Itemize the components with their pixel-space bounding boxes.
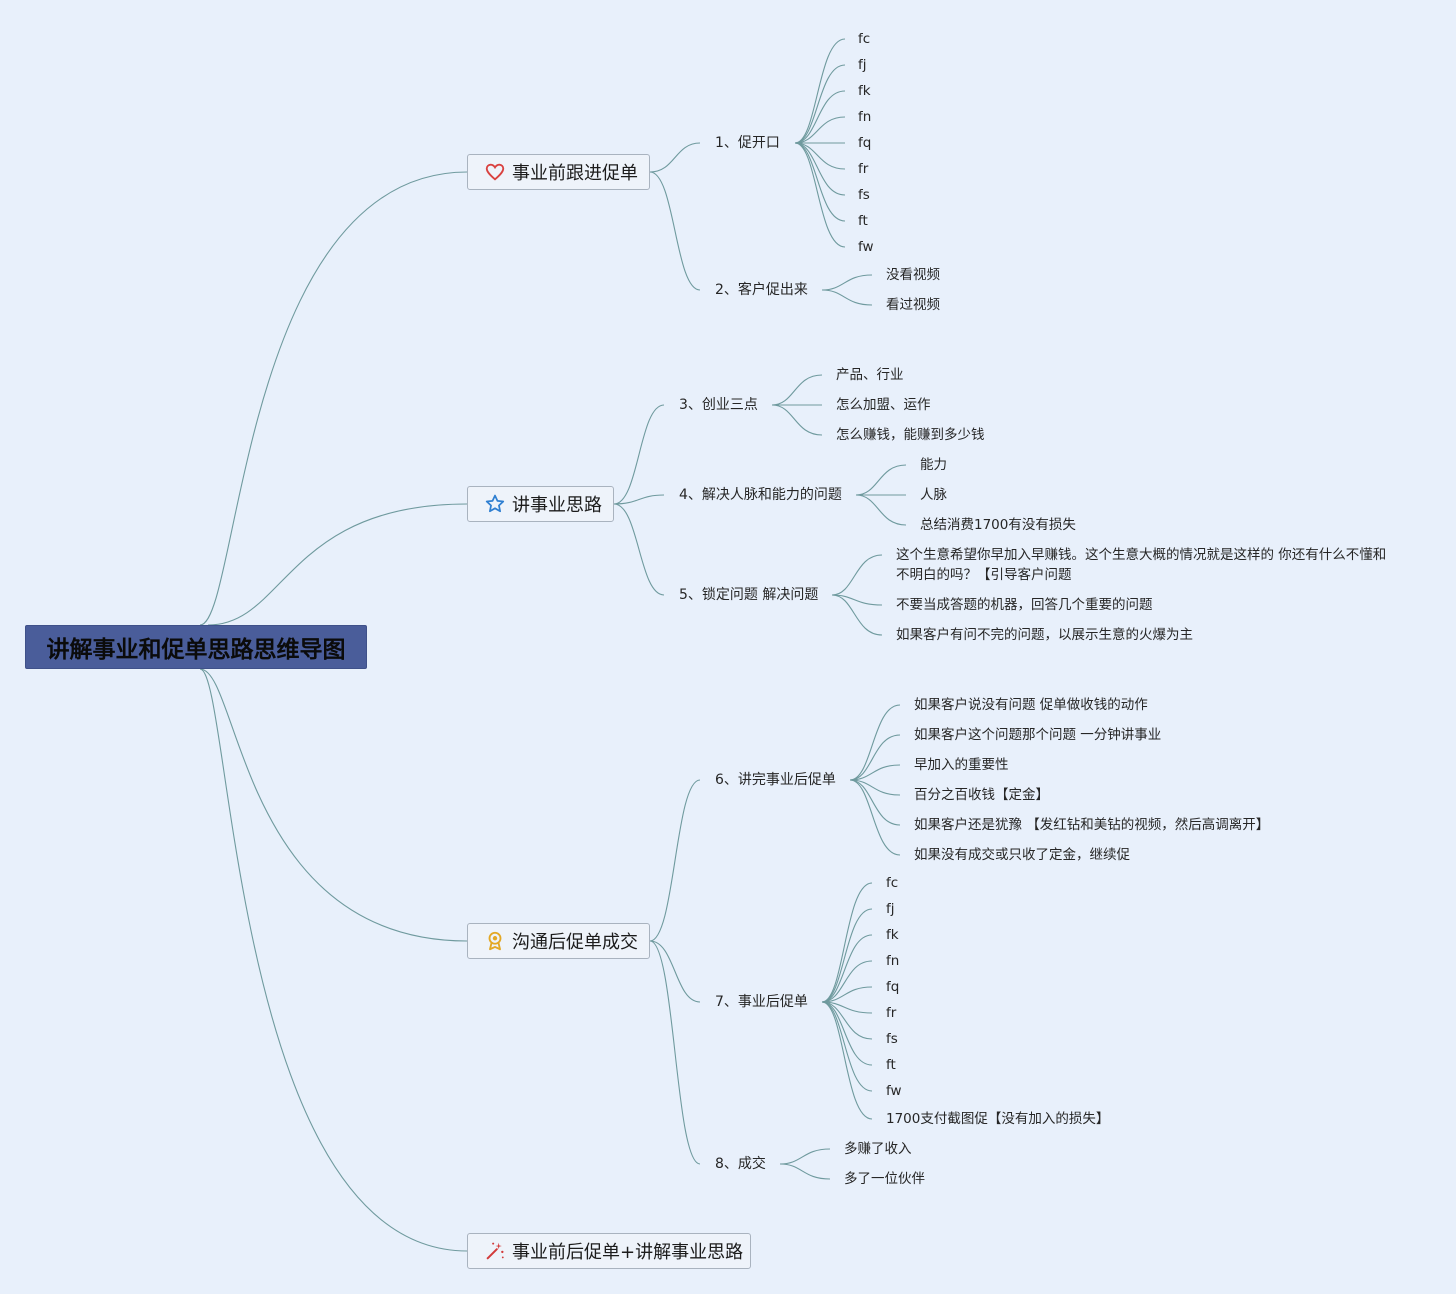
magic-wand-icon <box>484 1240 506 1262</box>
subtopic-deal-done[interactable]: 8、成交 <box>715 1156 766 1172</box>
leaf-product-industry[interactable]: 产品、行业 <box>836 367 904 383</box>
leaf-join-early[interactable]: 这个生意希望你早加入早赚钱。这个生意大概的情况就是这样的 你还有什么不懂和不明白… <box>896 547 1387 583</box>
leaf-collect-deposit[interactable]: 百分之百收钱【定金】 <box>914 787 1049 803</box>
leaf-fn[interactable]: fn <box>886 953 900 969</box>
leaf-ft[interactable]: ft <box>858 213 868 229</box>
leaf-keep-pushing[interactable]: 如果没有成交或只收了定金，继续促 <box>914 847 1130 863</box>
leaf-more-income[interactable]: 多赚了收入 <box>844 1141 912 1157</box>
leaf-how-to-earn[interactable]: 怎么赚钱，能赚到多少钱 <box>836 427 985 443</box>
leaf-ability[interactable]: 能力 <box>920 457 947 473</box>
leaf-hesitate-send-video[interactable]: 如果客户还是犹豫 【发红钻和美钻的视频，然后高调离开】 <box>914 817 1270 833</box>
leaf-join-early-importance[interactable]: 早加入的重要性 <box>914 757 1009 773</box>
leaf-ft[interactable]: ft <box>886 1057 896 1073</box>
subtopic-after-career-close[interactable]: 7、事业后促单 <box>715 994 808 1010</box>
leaf-fj[interactable]: fj <box>886 901 895 917</box>
leaf-fn[interactable]: fn <box>858 109 872 125</box>
leaf-not-watched-video[interactable]: 没看视频 <box>886 267 940 283</box>
subtopic-after-talk-close[interactable]: 6、讲完事业后促单 <box>715 772 836 788</box>
leaf-fr[interactable]: fr <box>858 161 869 177</box>
branch-label: 事业前跟进促单 <box>512 163 638 184</box>
leaf-fw[interactable]: fw <box>858 239 874 255</box>
leaf-fq[interactable]: fq <box>858 135 872 151</box>
leaf-new-partner[interactable]: 多了一位伙伴 <box>844 1171 925 1187</box>
subtopic-prompt-open[interactable]: 1、促开口 <box>715 135 780 151</box>
branch-label: 事业前后促单+讲解事业思路 <box>512 1242 744 1263</box>
leaf-fj[interactable]: fj <box>858 57 867 73</box>
award-icon <box>484 930 506 952</box>
subtopic-network-ability[interactable]: 4、解决人脉和能力的问题 <box>679 487 842 503</box>
leaf-summary-1700[interactable]: 总结消费1700有没有损失 <box>920 517 1076 533</box>
leaf-fq[interactable]: fq <box>886 979 900 995</box>
leaf-how-to-join[interactable]: 怎么加盟、运作 <box>836 397 931 413</box>
leaf-fs[interactable]: fs <box>886 1031 898 1047</box>
leaf-not-answer-machine[interactable]: 不要当成答题的机器，回答几个重要的问题 <box>896 597 1153 613</box>
subtopic-bring-out-customer[interactable]: 2、客户促出来 <box>715 282 808 298</box>
leaf-fk[interactable]: fk <box>858 83 871 99</box>
leaf-fw[interactable]: fw <box>886 1083 902 1099</box>
subtopic-lock-problem[interactable]: 5、锁定问题 解决问题 <box>679 587 819 603</box>
root-topic[interactable]: 讲解事业和促单思路思维导图 <box>25 625 367 669</box>
leaf-fc[interactable]: fc <box>858 31 871 47</box>
branch-label: 沟通后促单成交 <box>512 932 638 953</box>
branch-topic-combined[interactable]: 事业前后促单+讲解事业思路 <box>467 1233 751 1269</box>
leaf-fs[interactable]: fs <box>858 187 870 203</box>
branch-topic-career-idea[interactable]: 讲事业思路 <box>467 486 614 522</box>
leaf-endless-questions[interactable]: 如果客户有问不完的问题，以展示生意的火爆为主 <box>896 627 1193 643</box>
star-icon <box>484 493 506 515</box>
leaf-fk[interactable]: fk <box>886 927 899 943</box>
branch-topic-close-deal[interactable]: 沟通后促单成交 <box>467 923 650 959</box>
leaf-network[interactable]: 人脉 <box>920 487 947 503</box>
leaf-no-problem-collect[interactable]: 如果客户说没有问题 促单做收钱的动作 <box>914 697 1148 713</box>
leaf-fc[interactable]: fc <box>886 875 899 891</box>
leaf-watched-video[interactable]: 看过视频 <box>886 297 940 313</box>
heart-icon <box>484 161 506 183</box>
branch-topic-career-followup[interactable]: 事业前跟进促单 <box>467 154 650 190</box>
branch-label: 讲事业思路 <box>512 495 602 516</box>
root-topic-label: 讲解事业和促单思路思维导图 <box>46 637 346 663</box>
leaf-fr[interactable]: fr <box>886 1005 897 1021</box>
leaf-payment-screenshot[interactable]: 1700支付截图促【没有加入的损失】 <box>886 1111 1110 1127</box>
subtopic-three-points[interactable]: 3、创业三点 <box>679 397 758 413</box>
leaf-one-minute-talk[interactable]: 如果客户这个问题那个问题 一分钟讲事业 <box>914 727 1162 743</box>
